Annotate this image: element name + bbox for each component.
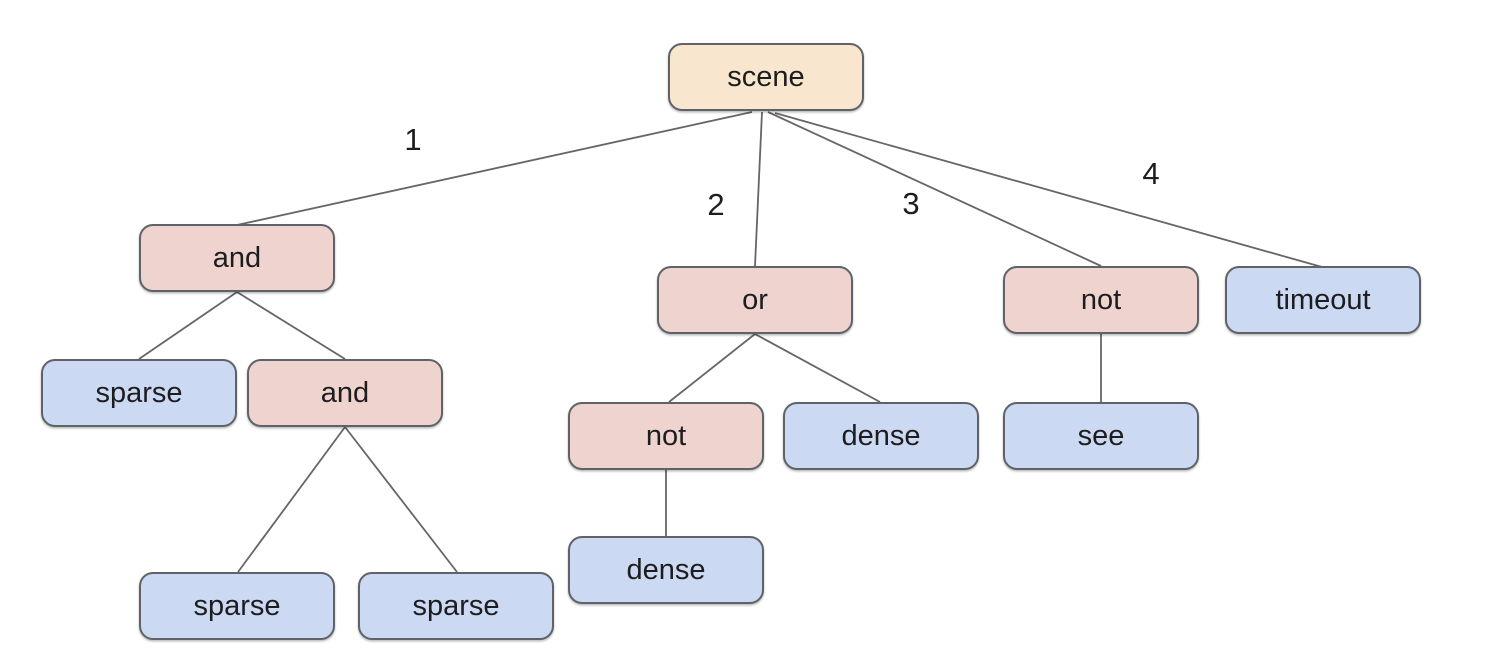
tree-node-label: and bbox=[212, 241, 262, 274]
tree-node-label: or bbox=[742, 283, 768, 316]
tree-node-label: dense bbox=[626, 553, 706, 586]
edge-label-4: 4 bbox=[1142, 156, 1159, 191]
tree-node-not-1: not bbox=[1003, 266, 1199, 334]
tree-node-sparse-2: sparse bbox=[139, 572, 335, 640]
tree-node-label: sparse bbox=[95, 376, 183, 409]
tree-node-and-2: and bbox=[247, 359, 443, 427]
edge-label-1: 1 bbox=[404, 122, 421, 157]
tree-node-and-1: and bbox=[139, 224, 335, 292]
edge-and-1-to-sparse-1 bbox=[138, 291, 238, 360]
tree-node-label: see bbox=[1077, 419, 1125, 452]
tree-node-label: dense bbox=[841, 419, 921, 452]
tree-node-label: and bbox=[320, 376, 370, 409]
tree-node-see-1: see bbox=[1003, 402, 1199, 470]
tree-node-label: sparse bbox=[412, 589, 500, 622]
tree-node-label: scene bbox=[727, 60, 805, 93]
edge-scene-to-or-1 bbox=[754, 111, 763, 267]
edge-and-2-to-sparse-2 bbox=[237, 426, 346, 573]
tree-node-sparse-3: sparse bbox=[358, 572, 554, 640]
edge-label-2: 2 bbox=[707, 187, 724, 222]
tree-node-label: sparse bbox=[193, 589, 281, 622]
edge-or-1-to-not-2 bbox=[668, 333, 756, 403]
edge-scene-to-not-1 bbox=[767, 111, 1102, 267]
edge-label-3: 3 bbox=[902, 186, 919, 221]
tree-node-timeout-1: timeout bbox=[1225, 266, 1421, 334]
tree-node-scene: scene bbox=[668, 43, 864, 111]
tree-node-sparse-1: sparse bbox=[41, 359, 237, 427]
edge-scene-to-and-1 bbox=[236, 111, 753, 226]
tree-node-label: timeout bbox=[1275, 283, 1371, 316]
tree-node-dense-1: dense bbox=[783, 402, 979, 470]
tree-node-dense-2: dense bbox=[568, 536, 764, 604]
tree-node-not-2: not bbox=[568, 402, 764, 470]
tree-node-label: not bbox=[1080, 283, 1122, 316]
edge-and-1-to-and-2 bbox=[236, 291, 346, 360]
tree-node-label: not bbox=[645, 419, 687, 452]
edge-or-1-to-dense-1 bbox=[754, 333, 881, 403]
tree-node-or-1: or bbox=[657, 266, 853, 334]
edge-and-2-to-sparse-3 bbox=[344, 426, 458, 573]
edge-scene-to-timeout-1 bbox=[774, 112, 1323, 268]
